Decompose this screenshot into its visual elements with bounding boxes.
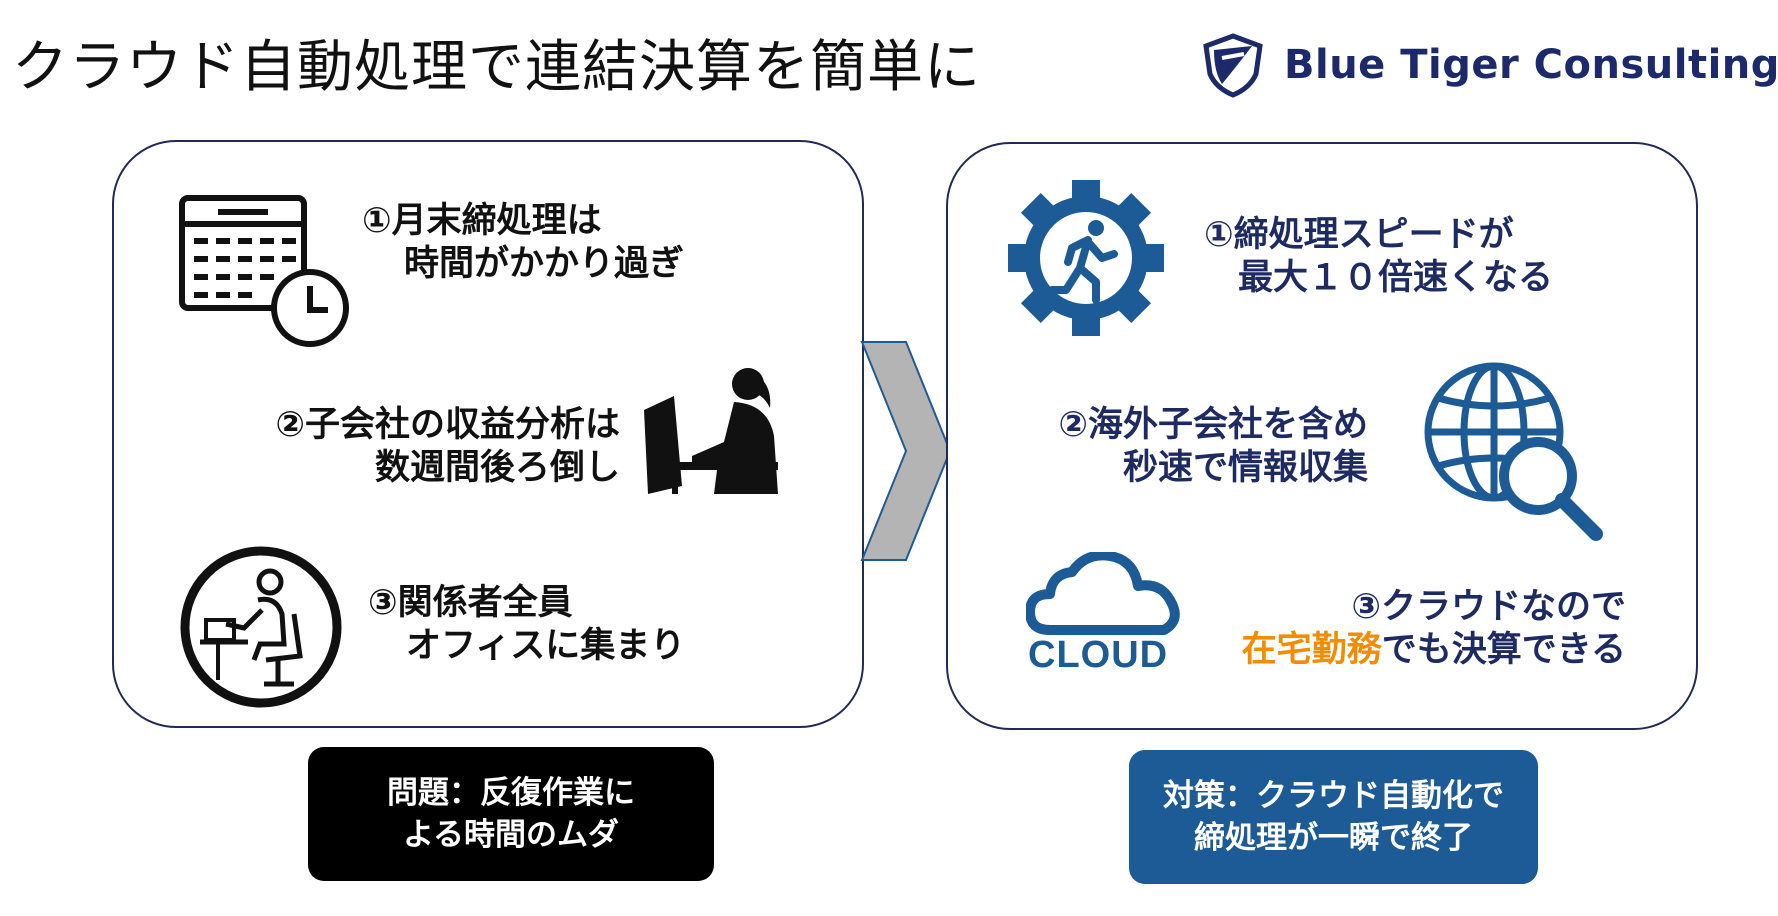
chevron-right-icon — [860, 341, 952, 561]
office-worker-icon — [180, 546, 342, 708]
left-item-3: ③関係者全員 オフィスに集まり — [368, 583, 686, 666]
problem-caption: 問題：反復作業に よる時間のムダ — [308, 747, 714, 881]
page-title: クラウド自動処理で連結決算を簡単に — [12, 35, 981, 100]
right-item-2: ②海外子会社を含め 秒速で情報収集 — [1058, 405, 1368, 488]
left-item-2: ②子会社の収益分析は 数週間後ろ倒し — [275, 405, 620, 488]
right-item-1: ①締処理スピードが 最大１０倍速くなる — [1204, 215, 1554, 298]
brand-name: Blue Tiger Consulting — [1284, 42, 1778, 88]
globe-search-icon — [1424, 362, 1603, 541]
highlight-text: 在宅勤務 — [1241, 630, 1382, 670]
gear-runner-icon — [1008, 180, 1164, 336]
left-item-1: ①月末締処理は 時間がかかり過ぎ — [362, 201, 685, 284]
brand: Blue Tiger Consulting — [1200, 30, 1778, 100]
woman-at-computer-icon — [644, 368, 778, 494]
cloud-label: CLOUD — [1028, 634, 1169, 676]
right-item-3: ③クラウドなので 在宅勤務でも決算できる — [1241, 587, 1626, 670]
solution-caption: 対策：クラウド自動化で 締処理が一瞬で終了 — [1129, 750, 1538, 884]
shield-logo-icon — [1203, 33, 1263, 98]
calendar-clock-icon — [179, 195, 349, 347]
cloud-icon — [1026, 552, 1180, 635]
